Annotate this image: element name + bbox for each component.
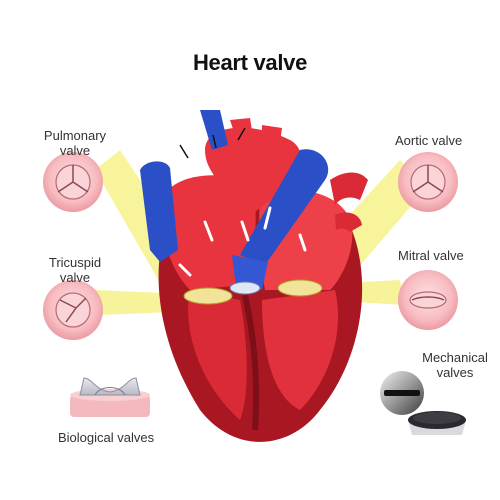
aortic-valve-icon (398, 152, 458, 212)
aortic-valve-label: Aortic valve (395, 133, 463, 148)
mitral-valve-label: Mitral valve (398, 248, 464, 263)
tricuspid-valve-label: Tricuspid valve (48, 255, 102, 285)
page-title: Heart valve (192, 50, 308, 75)
pulmonary-valve-icon (43, 152, 103, 212)
biological-valves-label: Biological valves (58, 430, 155, 445)
mechanical-valve-icon (380, 371, 466, 435)
heart-illustration (140, 110, 368, 442)
tricuspid-valve-icon (43, 280, 103, 340)
biological-valve-icon (70, 377, 150, 417)
mechanical-valves-label: Mechanical valves (422, 350, 488, 380)
pulmonary-valve-label: Pulmonary valve (43, 128, 107, 158)
mitral-valve-icon (398, 270, 458, 330)
